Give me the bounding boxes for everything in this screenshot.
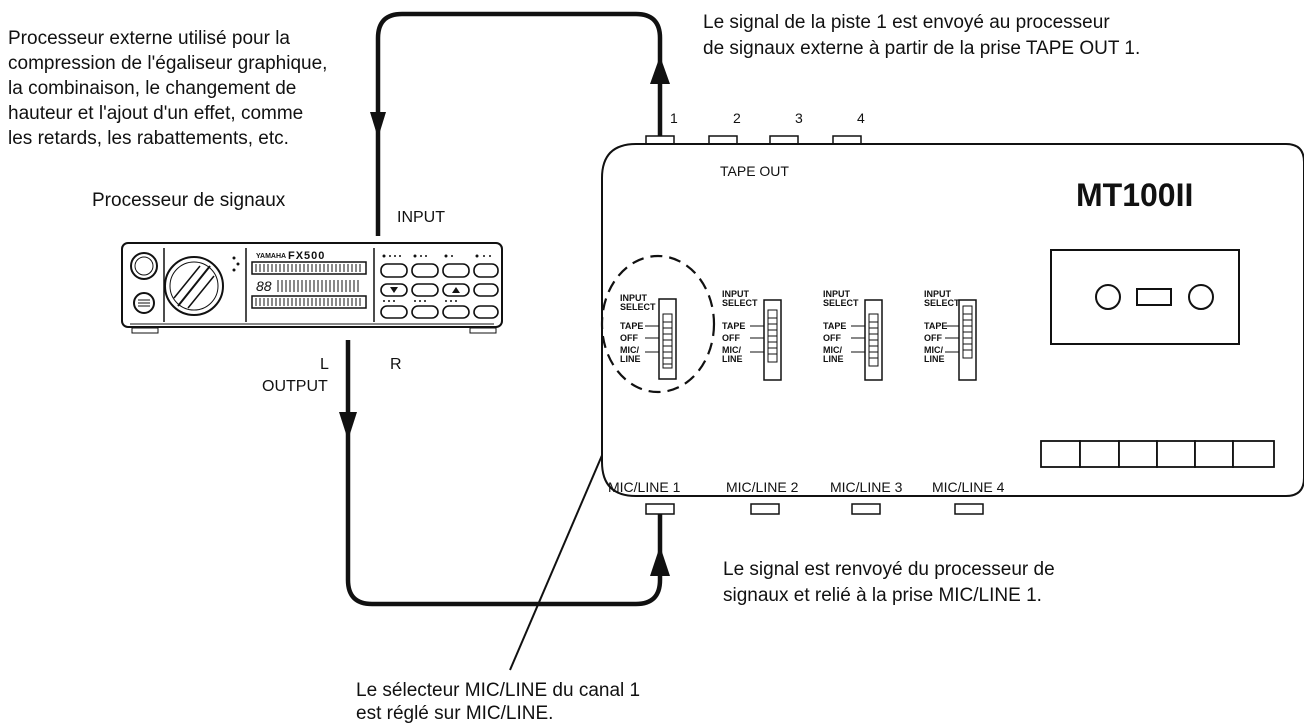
up-arrow-icon bbox=[452, 287, 460, 293]
input-label: INPUT bbox=[397, 209, 445, 226]
processor-description-line: hauteur et l'ajout d'un effet, comme bbox=[8, 103, 303, 124]
processor-description-line: les retards, les rabattements, etc. bbox=[8, 128, 289, 149]
left-channel-label: L bbox=[320, 356, 329, 373]
processor-description-line: la combinaison, le changement de bbox=[8, 78, 296, 99]
tape-out-number-4: 4 bbox=[857, 110, 865, 126]
tape-reel-icon bbox=[1188, 284, 1214, 310]
selector-description-line: est réglé sur MIC/LINE. bbox=[356, 703, 553, 724]
selector-highlight-circle bbox=[600, 254, 716, 394]
processor-button bbox=[380, 305, 408, 319]
selector-title: SELECT bbox=[823, 298, 859, 308]
selector-description-line: Le sélecteur MIC/LINE du canal 1 bbox=[356, 680, 640, 701]
send-arrow-up bbox=[650, 56, 670, 84]
tape-out-label: TAPE OUT bbox=[720, 163, 789, 179]
return-arrow-up bbox=[650, 546, 670, 576]
mic-line-jack bbox=[851, 503, 881, 515]
tape-out-description-line: de signaux externe à partir de la prise … bbox=[703, 38, 1140, 59]
selector-position: TAPE bbox=[620, 321, 643, 331]
processor-description-line: Processeur externe utilisé pour la bbox=[8, 28, 290, 49]
input-select-switch-1[interactable] bbox=[645, 298, 677, 380]
mic-line-label-2: MIC/LINE 2 bbox=[726, 479, 799, 495]
processor-button bbox=[473, 305, 499, 319]
processor-caption: Processeur de signaux bbox=[92, 190, 286, 211]
selector-position: OFF bbox=[722, 333, 740, 343]
selector-title: SELECT bbox=[620, 302, 656, 312]
processor-display: 88 bbox=[256, 278, 272, 294]
processor-button bbox=[473, 263, 499, 278]
tape-reel-icon bbox=[1095, 284, 1121, 310]
selector-position: LINE bbox=[722, 354, 743, 364]
return-description-line: signaux et relié à la prise MIC/LINE 1. bbox=[723, 585, 1042, 606]
send-arrow-down bbox=[370, 112, 386, 138]
selector-title: INPUT bbox=[722, 289, 750, 299]
selector-labels-2: INPUT SELECT TAPE OFF MIC/ LINE bbox=[722, 289, 758, 364]
processor-button bbox=[411, 263, 439, 278]
send-cable bbox=[375, 11, 663, 236]
selector-position: TAPE bbox=[823, 321, 846, 331]
transport-button bbox=[1232, 440, 1275, 468]
output-label: OUTPUT bbox=[262, 378, 328, 395]
transport-button bbox=[1118, 440, 1158, 468]
right-channel-label: R bbox=[390, 356, 402, 373]
processor-model: FX500 bbox=[288, 250, 325, 262]
selector-position: MIC/ bbox=[823, 345, 842, 355]
return-description: Le signal est renvoyé du processeur de s… bbox=[723, 559, 1055, 606]
tape-out-description: Le signal de la piste 1 est envoyé au pr… bbox=[703, 12, 1140, 59]
selector-position: OFF bbox=[823, 333, 841, 343]
processor-button bbox=[380, 263, 408, 278]
selector-title: INPUT bbox=[620, 293, 648, 303]
processor-button bbox=[442, 305, 470, 319]
selector-position: TAPE bbox=[924, 321, 947, 331]
tape-out-description-line: Le signal de la piste 1 est envoyé au pr… bbox=[703, 12, 1110, 33]
selector-position: LINE bbox=[924, 354, 945, 364]
mic-line-jack bbox=[645, 503, 675, 515]
selector-labels-3: INPUT SELECT TAPE OFF MIC/ LINE bbox=[823, 289, 859, 364]
recorder-device bbox=[600, 135, 1304, 515]
selector-position: MIC/ bbox=[722, 345, 741, 355]
processor-button bbox=[442, 263, 470, 278]
input-select-switch-4[interactable] bbox=[945, 299, 977, 381]
processor-button bbox=[473, 283, 499, 297]
mic-line-label-4: MIC/LINE 4 bbox=[932, 479, 1005, 495]
input-select-switch-3[interactable] bbox=[851, 299, 883, 381]
return-arrow-down bbox=[339, 412, 357, 440]
tape-out-number-1: 1 bbox=[670, 110, 678, 126]
selector-labels-4: INPUT SELECT TAPE OFF MIC/ LINE bbox=[924, 289, 960, 364]
selector-position: OFF bbox=[924, 333, 942, 343]
input-select-switch-2[interactable] bbox=[750, 299, 782, 381]
mic-line-label-1: MIC/LINE 1 bbox=[608, 479, 681, 495]
tape-out-number-2: 2 bbox=[733, 110, 741, 126]
transport-button bbox=[1194, 440, 1234, 468]
selector-position: LINE bbox=[620, 354, 641, 364]
processor-button bbox=[411, 283, 439, 297]
processor-description-line: compression de l'égaliseur graphique, bbox=[8, 53, 327, 74]
selector-position: MIC/ bbox=[620, 345, 639, 355]
selector-position: TAPE bbox=[722, 321, 745, 331]
selector-title: SELECT bbox=[924, 298, 960, 308]
recorder-model: MT100II bbox=[1076, 177, 1193, 213]
selector-title: SELECT bbox=[722, 298, 758, 308]
return-description-line: Le signal est renvoyé du processeur de bbox=[723, 559, 1055, 580]
selector-position: MIC/ bbox=[924, 345, 943, 355]
processor-button bbox=[411, 305, 439, 319]
selector-labels-1: INPUT SELECT TAPE OFF MIC/ LINE bbox=[620, 293, 656, 364]
selector-description: Le sélecteur MIC/LINE du canal 1 est rég… bbox=[356, 680, 640, 724]
selector-position: OFF bbox=[620, 333, 638, 343]
transport-button bbox=[1079, 440, 1120, 468]
processor-brand: YAMAHA bbox=[256, 253, 286, 260]
signal-processor-device: YAMAHA FX500 88 bbox=[121, 242, 503, 334]
mic-line-label-3: MIC/LINE 3 bbox=[830, 479, 903, 495]
tape-out-number-3: 3 bbox=[795, 110, 803, 126]
processor-description: Processeur externe utilisé pour la compr… bbox=[8, 28, 327, 149]
selector-title: INPUT bbox=[823, 289, 851, 299]
mic-line-jack bbox=[954, 503, 984, 515]
mic-line-jack bbox=[750, 503, 780, 515]
down-arrow-icon bbox=[390, 287, 398, 293]
return-cable bbox=[345, 340, 663, 607]
transport-button bbox=[1040, 440, 1081, 468]
selector-position: LINE bbox=[823, 354, 844, 364]
selector-title: INPUT bbox=[924, 289, 952, 299]
transport-button bbox=[1156, 440, 1196, 468]
